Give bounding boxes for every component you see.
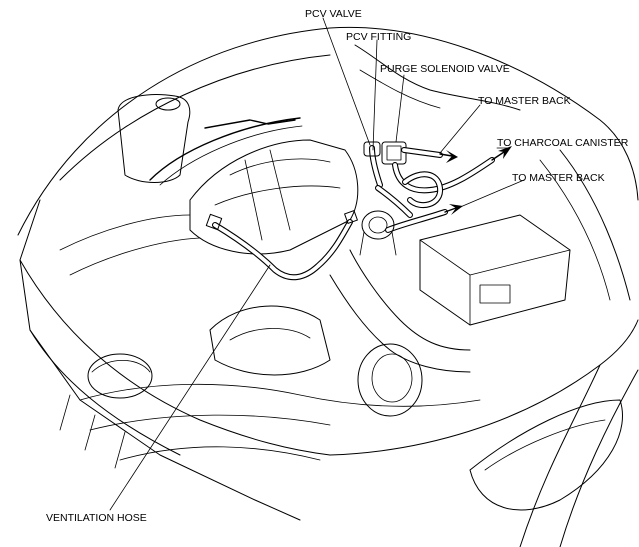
- flow-arrows: [439, 146, 512, 215]
- label-to-master-back-2: TO MASTER BACK: [512, 172, 605, 184]
- label-pcv-valve: PCV VALVE: [305, 8, 362, 20]
- purge-solenoid-leader: [395, 74, 405, 143]
- label-pcv-fitting: PCV FITTING: [346, 31, 411, 43]
- label-to-charcoal-canister: TO CHARCOAL CANISTER: [497, 137, 629, 149]
- pcv-fitting-leader: [372, 39, 378, 151]
- hoses: [205, 141, 495, 281]
- engine-block: [59, 44, 571, 417]
- leader-lines: [109, 17, 525, 511]
- ventilation-hose-leader: [109, 264, 271, 511]
- to-master-back-2-leader: [457, 179, 525, 209]
- label-ventilation-hose: VENTILATION HOSE: [46, 512, 147, 524]
- pcv-valve-leader: [322, 17, 371, 146]
- to-master-back-1-leader: [439, 104, 481, 154]
- label-to-master-back-1: TO MASTER BACK: [478, 95, 571, 107]
- label-purge-solenoid-valve: PURGE SOLENOID VALVE: [380, 63, 510, 75]
- vehicle-body: [17, 26, 639, 547]
